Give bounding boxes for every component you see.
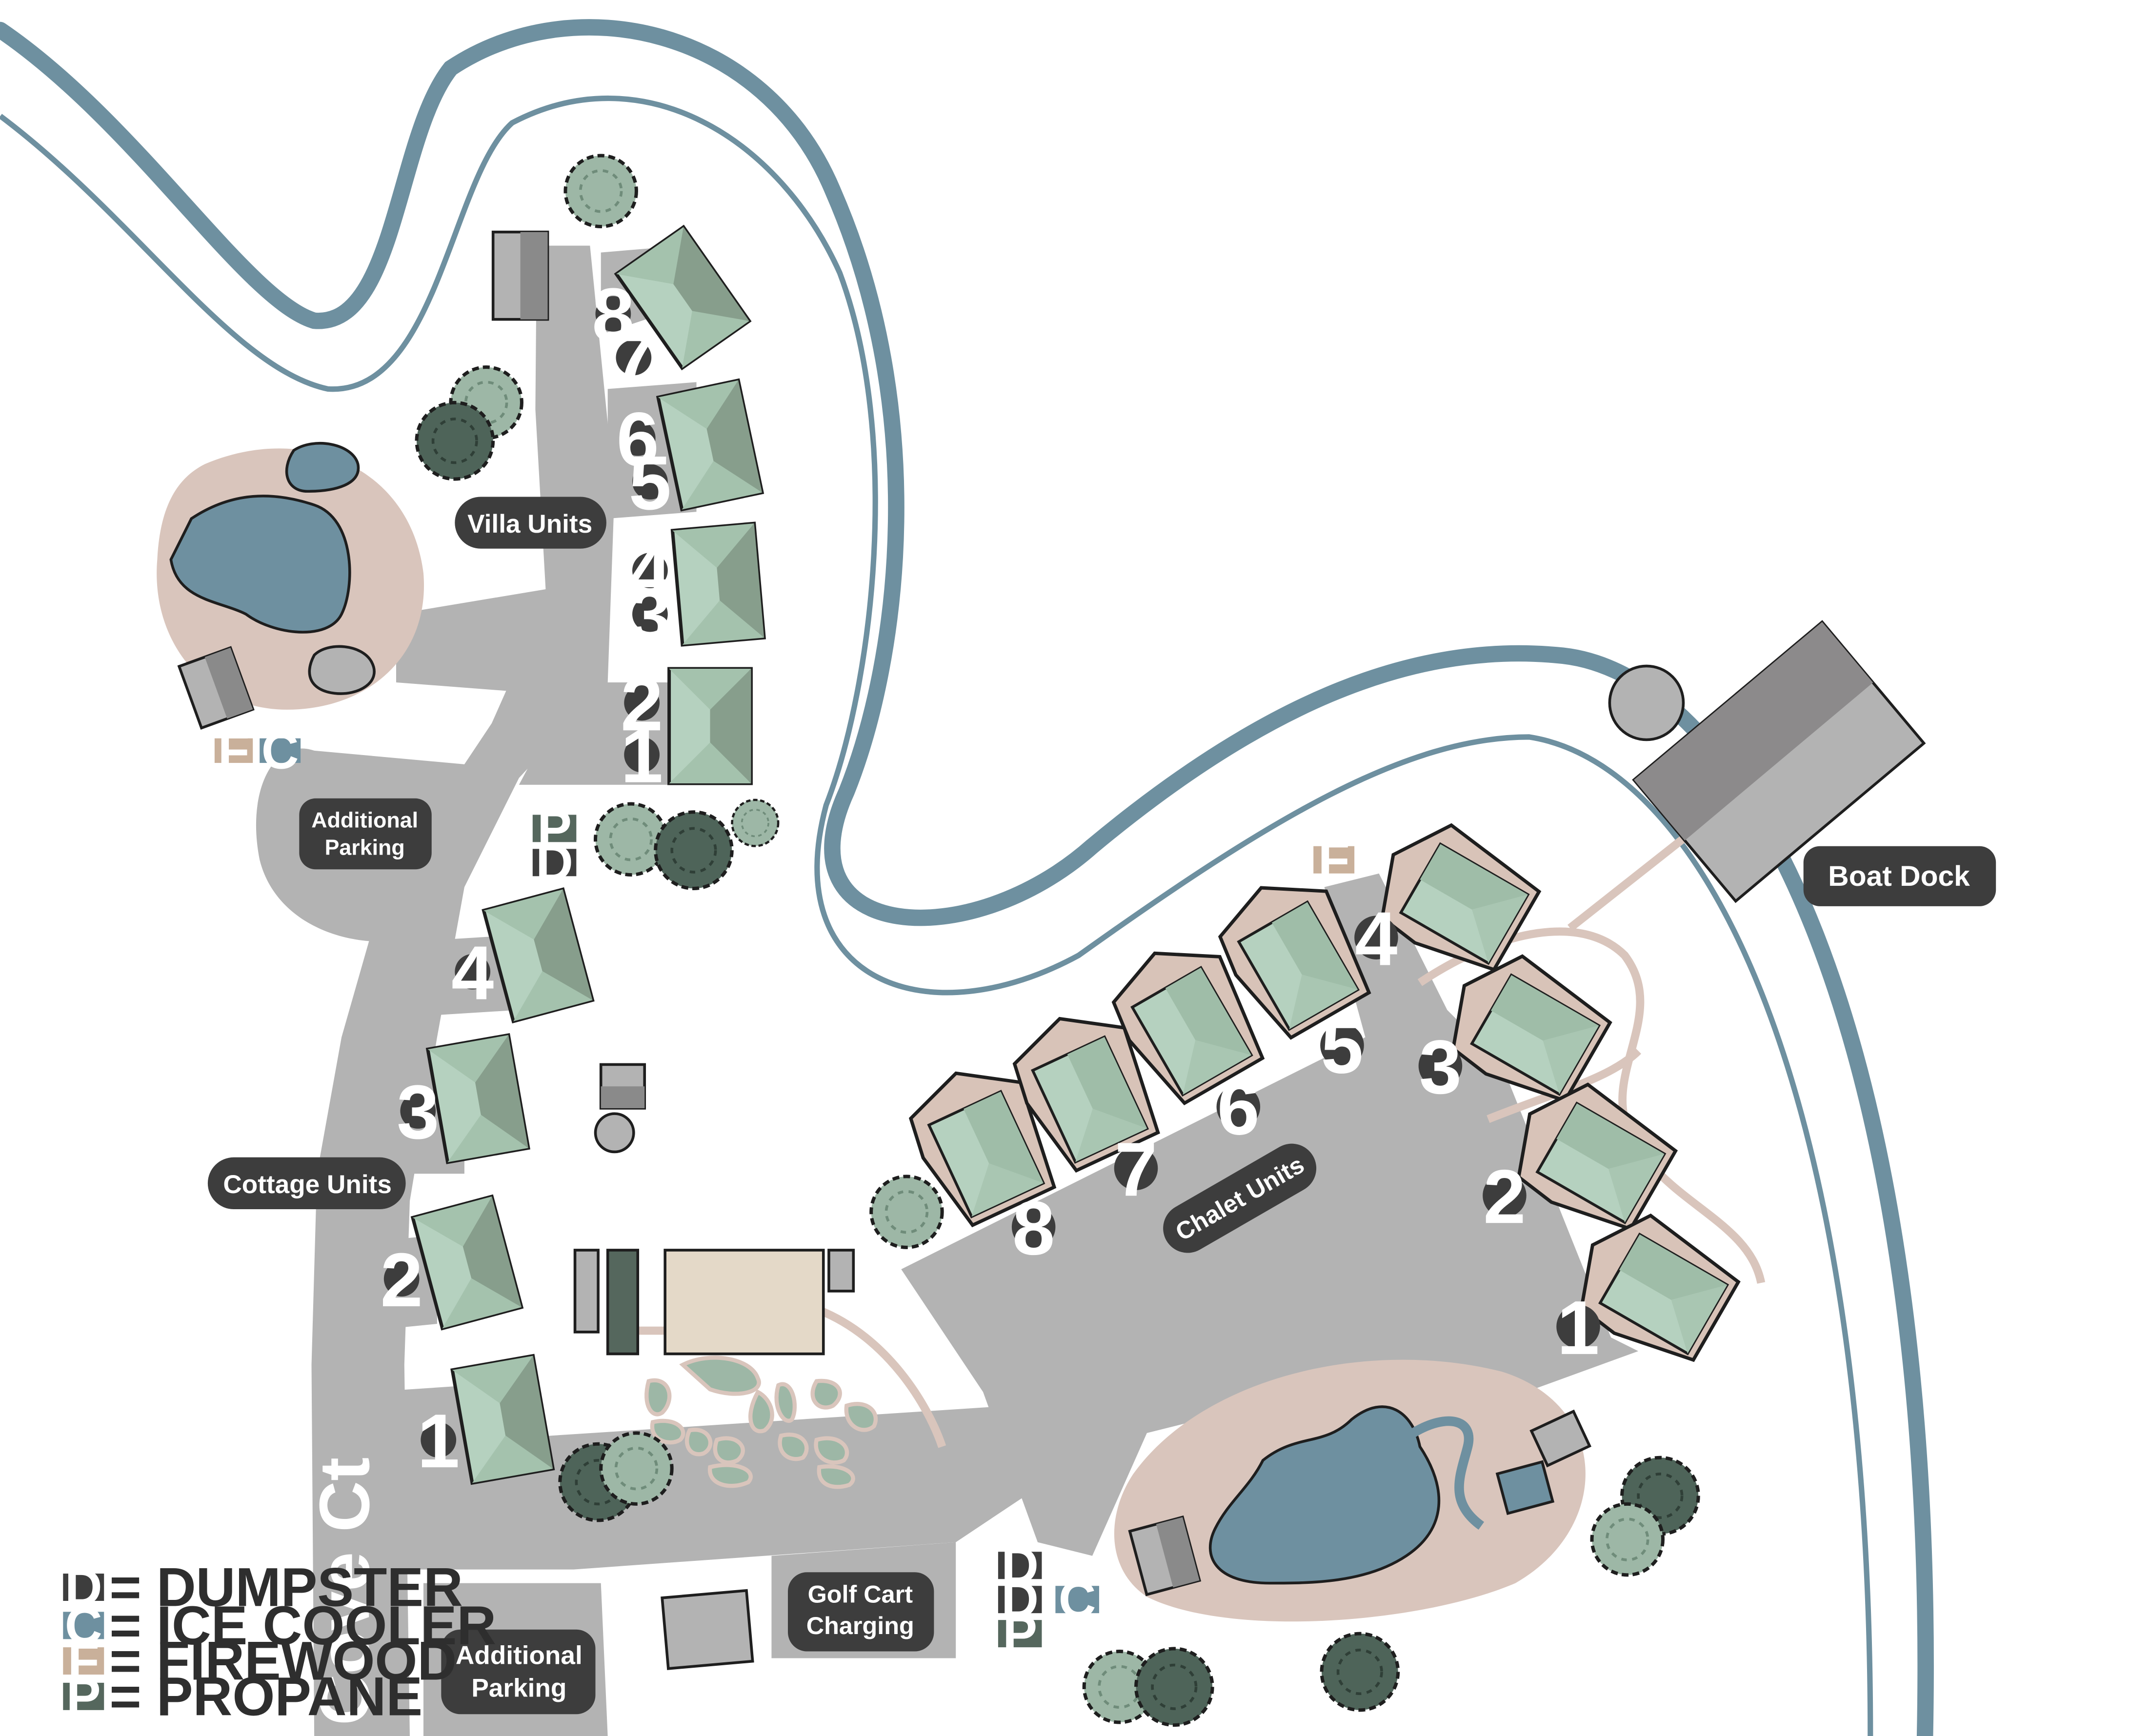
map-legend: D = DUMPSTER C = ICE COOLER F = FIREWOOD…: [63, 1557, 496, 1727]
svg-text:= FIREWOOD: = FIREWOOD: [109, 1631, 457, 1692]
northwest-pond-area: [157, 441, 424, 730]
chalet-unit-2-marker: 2: [1483, 1154, 1527, 1239]
cottage-unit-1-marker: 1: [417, 1398, 460, 1484]
svg-text:C: C: [1059, 1571, 1096, 1629]
cottage-unit-4-marker: 4: [451, 930, 494, 1016]
chalet-unit-7-marker: 7: [1114, 1127, 1158, 1212]
svg-text:= DUMPSTER: = DUMPSTER: [109, 1557, 462, 1618]
svg-text:Charging: Charging: [806, 1612, 914, 1639]
river-inner: [0, 96, 1873, 1736]
svg-text:F: F: [1318, 831, 1350, 889]
svg-text:Additional: Additional: [311, 808, 418, 833]
svg-text:P: P: [66, 1667, 101, 1725]
legend-propane: P = PROPANE: [63, 1666, 422, 1727]
svg-text:C: C: [65, 1596, 102, 1655]
svg-text:P: P: [1003, 1605, 1037, 1663]
dumpster-badge-villa: D: [532, 834, 577, 892]
ice-cooler-badge-pond: C: [260, 721, 301, 779]
svg-text:3: 3: [397, 1070, 439, 1155]
svg-text:8: 8: [1012, 1186, 1055, 1271]
svg-text:Golf Cart: Golf Cart: [808, 1580, 913, 1608]
svg-text:2: 2: [621, 661, 663, 747]
firewood-badge-chalet: F: [1313, 831, 1355, 889]
svg-text:6: 6: [1217, 1065, 1260, 1151]
cottage-units-label: Cottage Units: [207, 1157, 406, 1209]
svg-text:P: P: [537, 799, 572, 858]
villa-unit-6-marker: 6: [617, 397, 659, 482]
villa-unit-5-marker: 5: [629, 440, 671, 526]
svg-text:Boat Dock: Boat Dock: [1828, 860, 1970, 892]
svg-text:1: 1: [1557, 1285, 1599, 1371]
mini-golf-course: [644, 1356, 878, 1489]
svg-text:5: 5: [1321, 1004, 1363, 1090]
villa-units-label: Villa Units: [455, 497, 606, 549]
chalet-unit-6-marker: 6: [1216, 1065, 1261, 1151]
ice-cooler-badge-south: C: [1055, 1571, 1099, 1629]
svg-text:D: D: [536, 834, 573, 892]
cottage-unit-3-marker: 3: [397, 1070, 439, 1155]
golf-cart-charging-label: Golf Cart Charging: [788, 1572, 934, 1652]
villa-unit-7-marker: 7: [612, 316, 655, 401]
boat-dock-structure: [1608, 620, 1926, 903]
chalet-unit-3-marker: 3: [1418, 1025, 1463, 1110]
villa-unit-numbers: 8 7 6 5 4 3 2 1: [592, 273, 671, 799]
svg-text:C: C: [261, 721, 299, 779]
boat-dock-label: Boat Dock: [1803, 846, 1996, 906]
dumpster-badge-south-1: D: [998, 1536, 1042, 1595]
propane-badge-south: P: [998, 1605, 1042, 1663]
chalet-unit-8-marker: 8: [1011, 1186, 1056, 1271]
chalet-unit-numbers: 8 7 6 5 4 3 2 1: [1011, 896, 1600, 1371]
additional-parking-bottom-label: Additional Parking: [441, 1629, 596, 1715]
svg-text:1: 1: [621, 714, 663, 799]
svg-text:Villa Units: Villa Units: [467, 510, 592, 539]
svg-text:2: 2: [1483, 1154, 1526, 1239]
svg-text:F: F: [68, 1632, 100, 1690]
svg-text:= ICE COOLER: = ICE COOLER: [109, 1595, 496, 1656]
chalet-unit-1-marker: 1: [1556, 1285, 1600, 1371]
svg-text:F: F: [218, 721, 250, 779]
chalet-unit-4-marker: 4: [1354, 896, 1398, 981]
walking-paths: [628, 822, 1766, 1448]
additional-parking-top-label: Additional Parking: [299, 798, 432, 870]
cottage-unit-2-marker: 2: [381, 1237, 423, 1323]
svg-text:D: D: [1001, 1536, 1039, 1595]
svg-text:4: 4: [451, 930, 494, 1016]
svg-text:3: 3: [1419, 1025, 1462, 1110]
svg-text:Parking: Parking: [471, 1674, 566, 1703]
misc-structures: [491, 230, 855, 1670]
cottage-unit-numbers: 4 3 2 1: [381, 930, 494, 1484]
svg-text:D: D: [65, 1558, 102, 1616]
chalet-unit-5-marker: 5: [1320, 1004, 1364, 1090]
legend-ice-cooler: C = ICE COOLER: [63, 1595, 496, 1656]
villa-unit-2-marker: 2: [621, 661, 663, 747]
svg-text:Parking: Parking: [325, 836, 405, 860]
firewood-badge-pond: F: [214, 721, 253, 779]
villa-unit-3-marker: 3: [629, 573, 671, 658]
svg-text:7: 7: [612, 316, 655, 401]
legend-firewood: F = FIREWOOD: [63, 1631, 457, 1692]
villa-unit-1-marker: 1: [621, 714, 663, 799]
svg-text:= PROPANE: = PROPANE: [109, 1666, 422, 1727]
legend-dumpster: D = DUMPSTER: [63, 1557, 463, 1618]
dumpster-badge-south-2: D: [998, 1571, 1042, 1629]
svg-text:1: 1: [417, 1398, 460, 1484]
svg-text:7: 7: [1115, 1127, 1157, 1212]
svg-text:5: 5: [629, 440, 671, 526]
svg-text:D: D: [1001, 1571, 1039, 1629]
amenity-badges: F C P D F D D C P: [214, 721, 1355, 1663]
svg-text:Additional: Additional: [456, 1641, 583, 1670]
propane-badge-villa: P: [532, 799, 577, 858]
svg-text:Cottage Units: Cottage Units: [223, 1170, 392, 1199]
svg-text:4: 4: [1355, 896, 1397, 981]
southeast-pond-area: [1114, 1359, 1592, 1622]
street-name-label: Cove Ct: [304, 1457, 384, 1726]
svg-text:2: 2: [381, 1237, 423, 1323]
svg-text:3: 3: [629, 573, 671, 658]
